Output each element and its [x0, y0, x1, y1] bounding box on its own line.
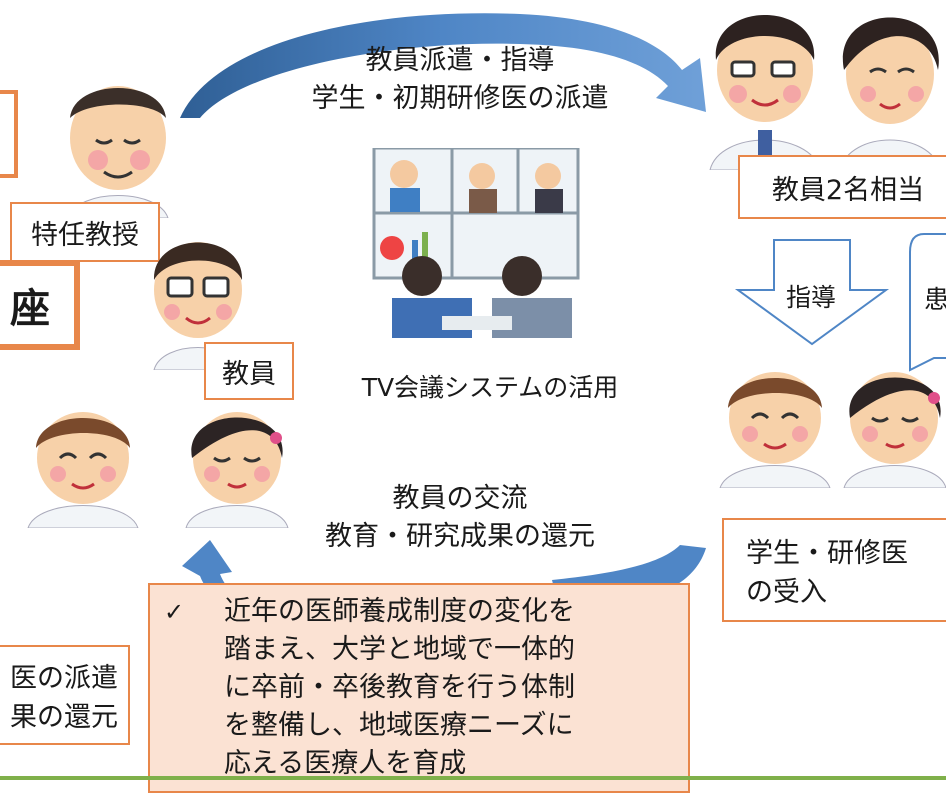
- accept-label: 学生・研修医 の受入: [722, 518, 946, 622]
- trainee-girl-illustration: [843, 372, 946, 488]
- summary-text: 近年の医師養成制度の変化を 踏まえ、大学と地域で一体的 に卒前・卒後教育を行う体…: [224, 593, 575, 783]
- summary-check-icon: ✓: [164, 598, 185, 626]
- summary-line-3: に卒前・卒後教育を行う体制: [224, 672, 575, 703]
- tv-conference-illustration: [372, 148, 580, 338]
- guidance-down-arrow: [734, 239, 890, 346]
- bottom-arrow-line-2: 教育・研究成果の還元: [325, 521, 595, 552]
- summary-line-5: 応える医療人を育成: [224, 748, 467, 779]
- special-professor-label: 特任教授: [10, 202, 160, 262]
- bottom-arrow-caption: 教員の交流 教育・研究成果の還元: [250, 480, 670, 556]
- student-boy-illustration: [27, 412, 139, 528]
- partial-speech-bubble: [909, 233, 946, 372]
- guidance-label: 指導: [785, 283, 836, 312]
- faculty-illustration: [153, 242, 243, 370]
- trainee-boy-illustration: [719, 372, 831, 488]
- top-arrow-line-2: 学生・初期研修医の派遣: [311, 83, 609, 114]
- tv-caption: TV会議システムの活用: [361, 373, 619, 402]
- accept-line-2: の受入: [746, 577, 827, 608]
- left-bottom-line-1: 医の派遣: [10, 663, 118, 694]
- faculty-label: 教員: [204, 342, 294, 400]
- summary-line-4: を整備し、地域医療ニーズに: [224, 710, 574, 741]
- student-girl-illustration: [185, 412, 289, 528]
- top-curved-arrow: [180, 13, 706, 118]
- summary-line-2: 踏まえ、大学と地域で一体的: [224, 634, 575, 665]
- top-arrow-caption: 教員派遣・指導 学生・初期研修医の派遣: [250, 42, 670, 118]
- bottom-arrow-line-1: 教員の交流: [392, 483, 528, 514]
- top-arrow-line-1: 教員派遣・指導: [365, 45, 555, 76]
- ground-line: [0, 776, 946, 780]
- left-bottom-line-2: 果の還元: [10, 702, 118, 733]
- faculty-two-label: 教員2名相当: [738, 155, 946, 219]
- summary-box: ✓ 近年の医師養成制度の変化を 踏まえ、大学と地域で一体的 に卒前・卒後教育を行…: [148, 583, 690, 793]
- summary-line-1: 近年の医師養成制度の変化を: [224, 596, 575, 627]
- left-edge-box-fragment: [0, 90, 18, 178]
- accept-line-1: 学生・研修医: [746, 538, 908, 569]
- special-professor-illustration: [67, 86, 169, 218]
- dispatched-doctor-male-illustration: [709, 15, 821, 170]
- dispatched-doctor-female-illustration: [839, 17, 941, 170]
- course-label-fragment: 座: [0, 260, 80, 350]
- partial-bubble-text: 患: [924, 285, 946, 314]
- left-bottom-box: 医の派遣 果の還元: [0, 645, 130, 745]
